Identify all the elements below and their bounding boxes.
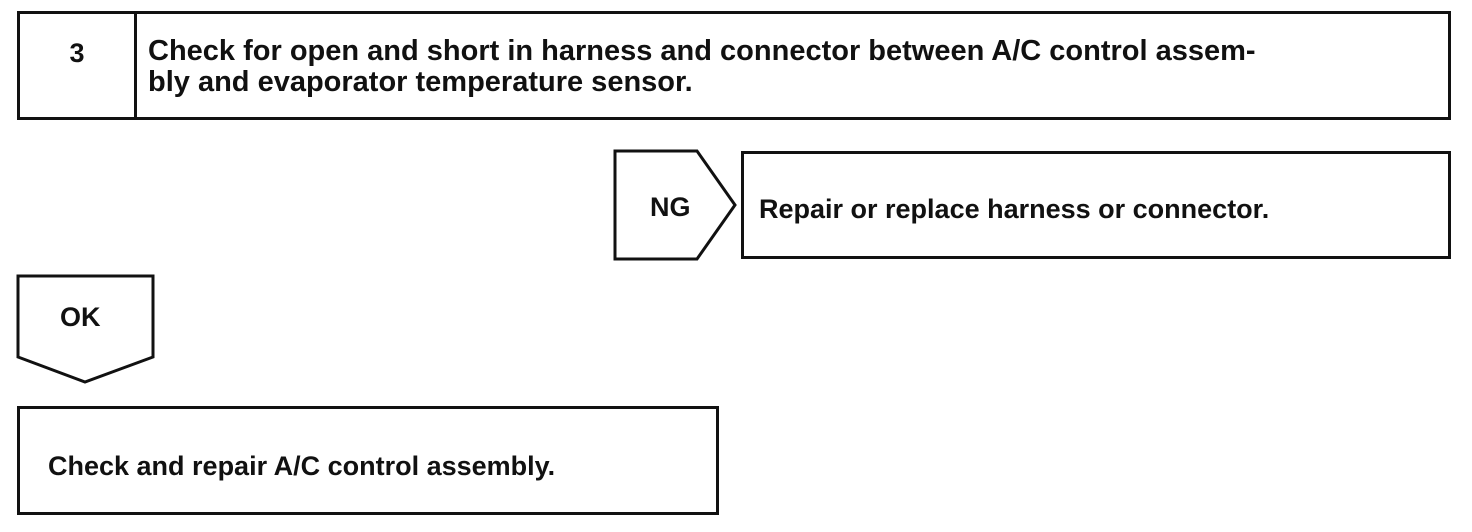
step-title: Check for open and short in harness and … — [148, 36, 1443, 98]
ok-label: OK — [60, 302, 101, 332]
step-number: 3 — [69, 38, 85, 68]
step-box: 3 Check for open and short in harness an… — [17, 11, 1451, 120]
ok-action-box: Check and repair A/C control assembly. — [17, 406, 719, 515]
ok-action-text: Check and repair A/C control assembly. — [48, 451, 556, 481]
ng-action-text: Repair or replace harness or connector. — [759, 194, 1270, 224]
step-title-line-2: bly and evaporator temperature sensor. — [148, 66, 693, 98]
ng-action-box: Repair or replace harness or connector. — [741, 151, 1451, 259]
ng-label: NG — [650, 192, 691, 222]
step-title-line-1: Check for open and short in harness and … — [148, 35, 1256, 67]
step-number-cell: 3 — [20, 14, 137, 117]
